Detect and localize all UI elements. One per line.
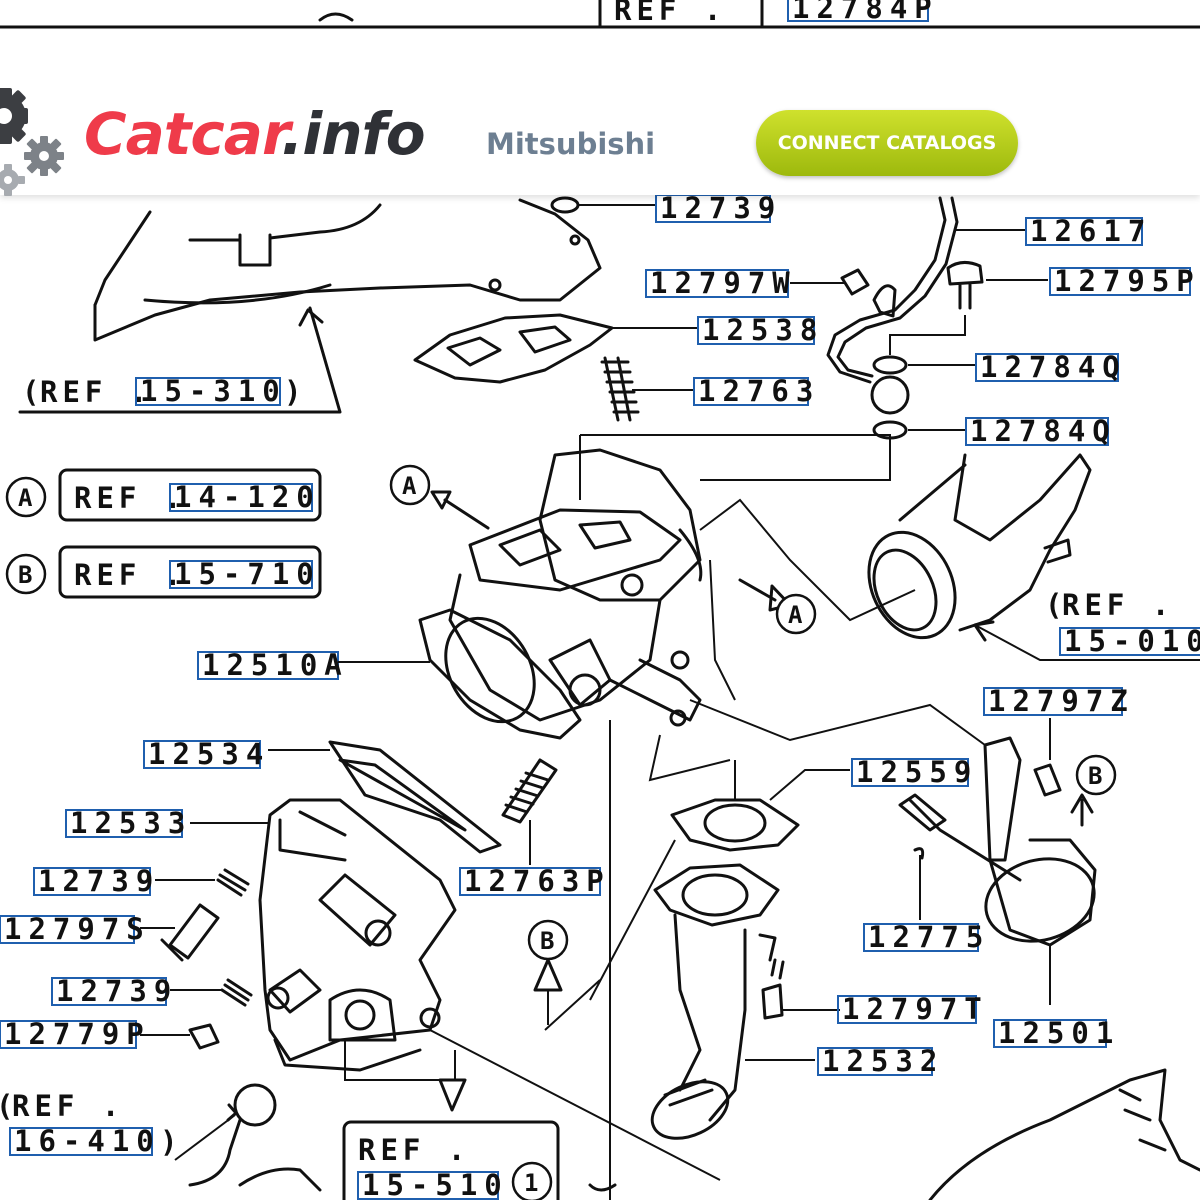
part-12797z[interactable]: 12797Z	[988, 684, 1135, 718]
ref-16-410[interactable]: 16-410	[14, 1124, 161, 1158]
marker-1: 1	[524, 1169, 538, 1197]
ref-word-4: REF .	[1062, 588, 1174, 622]
site-header: Catcar.info Mitsubishi CONNECT CATALOGS	[0, 30, 1200, 196]
ref-open-paren-4: (	[1045, 588, 1067, 622]
ref-15-510[interactable]: 15-510	[362, 1168, 509, 1200]
ref-word-5: REF .	[12, 1089, 124, 1123]
ref-word-6: REF .	[358, 1133, 470, 1167]
part-12532[interactable]: 12532	[822, 1044, 944, 1078]
turbo-housing-drawing	[418, 448, 986, 1200]
ref-15-310[interactable]: 15-310	[140, 374, 287, 408]
part-12784q-2[interactable]: 12784Q	[970, 414, 1117, 448]
part-12779p[interactable]: 12779P	[4, 1017, 151, 1051]
connect-catalogs-button[interactable]: CONNECT CATALOGS	[756, 110, 1018, 176]
ref-open-paren-5: (	[0, 1089, 18, 1123]
marker-b-3: B	[540, 927, 554, 955]
gear-icon	[0, 88, 64, 196]
part-12797w[interactable]: 12797W	[650, 266, 797, 300]
marker-b-1: B	[18, 561, 32, 589]
site-logo[interactable]: Catcar.info	[84, 100, 426, 168]
ref-15-010[interactable]: 15-010	[1064, 624, 1200, 658]
part-12501[interactable]: 12501	[998, 1016, 1120, 1050]
ref-close-paren-1: )	[284, 375, 306, 409]
part-12510a[interactable]: 12510A	[202, 648, 349, 682]
part-12763[interactable]: 12763	[698, 374, 820, 408]
part-12739-b[interactable]: 12739	[38, 864, 160, 898]
part-12534[interactable]: 12534	[148, 737, 270, 771]
part-12559[interactable]: 12559	[856, 755, 978, 789]
part-12795p[interactable]: 12795P	[1054, 264, 1200, 298]
part-12739-a[interactable]: 12739	[660, 191, 782, 225]
marker-a-1: A	[18, 484, 33, 512]
marker-a-2: A	[402, 472, 417, 500]
ref-word-3: REF .	[74, 558, 186, 592]
logo-text-catcar: Catcar	[84, 100, 282, 168]
ref-14-120[interactable]: 14-120	[174, 480, 321, 514]
air-pipe-drawing	[18, 198, 602, 414]
part-12784q-1[interactable]: 12784Q	[980, 350, 1127, 384]
ref-15-710[interactable]: 15-710	[174, 557, 321, 591]
marker-a-3: A	[788, 601, 803, 629]
part-12763p[interactable]: 12763P	[464, 864, 611, 898]
intake-pipe-drawing	[867, 453, 1200, 661]
logo-text-info: .info	[281, 100, 425, 168]
part-12739-c[interactable]: 12739	[56, 974, 178, 1008]
top-ref-word: REF .	[614, 0, 726, 27]
ref-word-1: REF .	[40, 375, 152, 409]
part-12617[interactable]: 12617	[1030, 214, 1152, 248]
ref-open-paren-1: (	[22, 375, 44, 409]
part-12538[interactable]: 12538	[702, 313, 824, 347]
part-12775[interactable]: 12775	[868, 920, 990, 954]
marker-b-2: B	[1088, 762, 1102, 790]
part-12797s[interactable]: 12797S	[4, 912, 151, 946]
upper-parts-drawing	[413, 196, 1048, 500]
ref-close-paren-5: )	[160, 1125, 182, 1159]
elbow-housing-drawing	[140, 740, 721, 1192]
ref-word-2: REF .	[74, 481, 186, 515]
make-link[interactable]: Mitsubishi	[486, 127, 656, 161]
wastegate-actuator-drawing	[898, 718, 1097, 1005]
outlet-pipe-drawing	[533, 760, 1200, 1200]
part-12797t[interactable]: 12797T	[842, 992, 989, 1026]
part-12784p-top[interactable]: 12784P	[792, 0, 939, 25]
part-12533[interactable]: 12533	[70, 806, 192, 840]
